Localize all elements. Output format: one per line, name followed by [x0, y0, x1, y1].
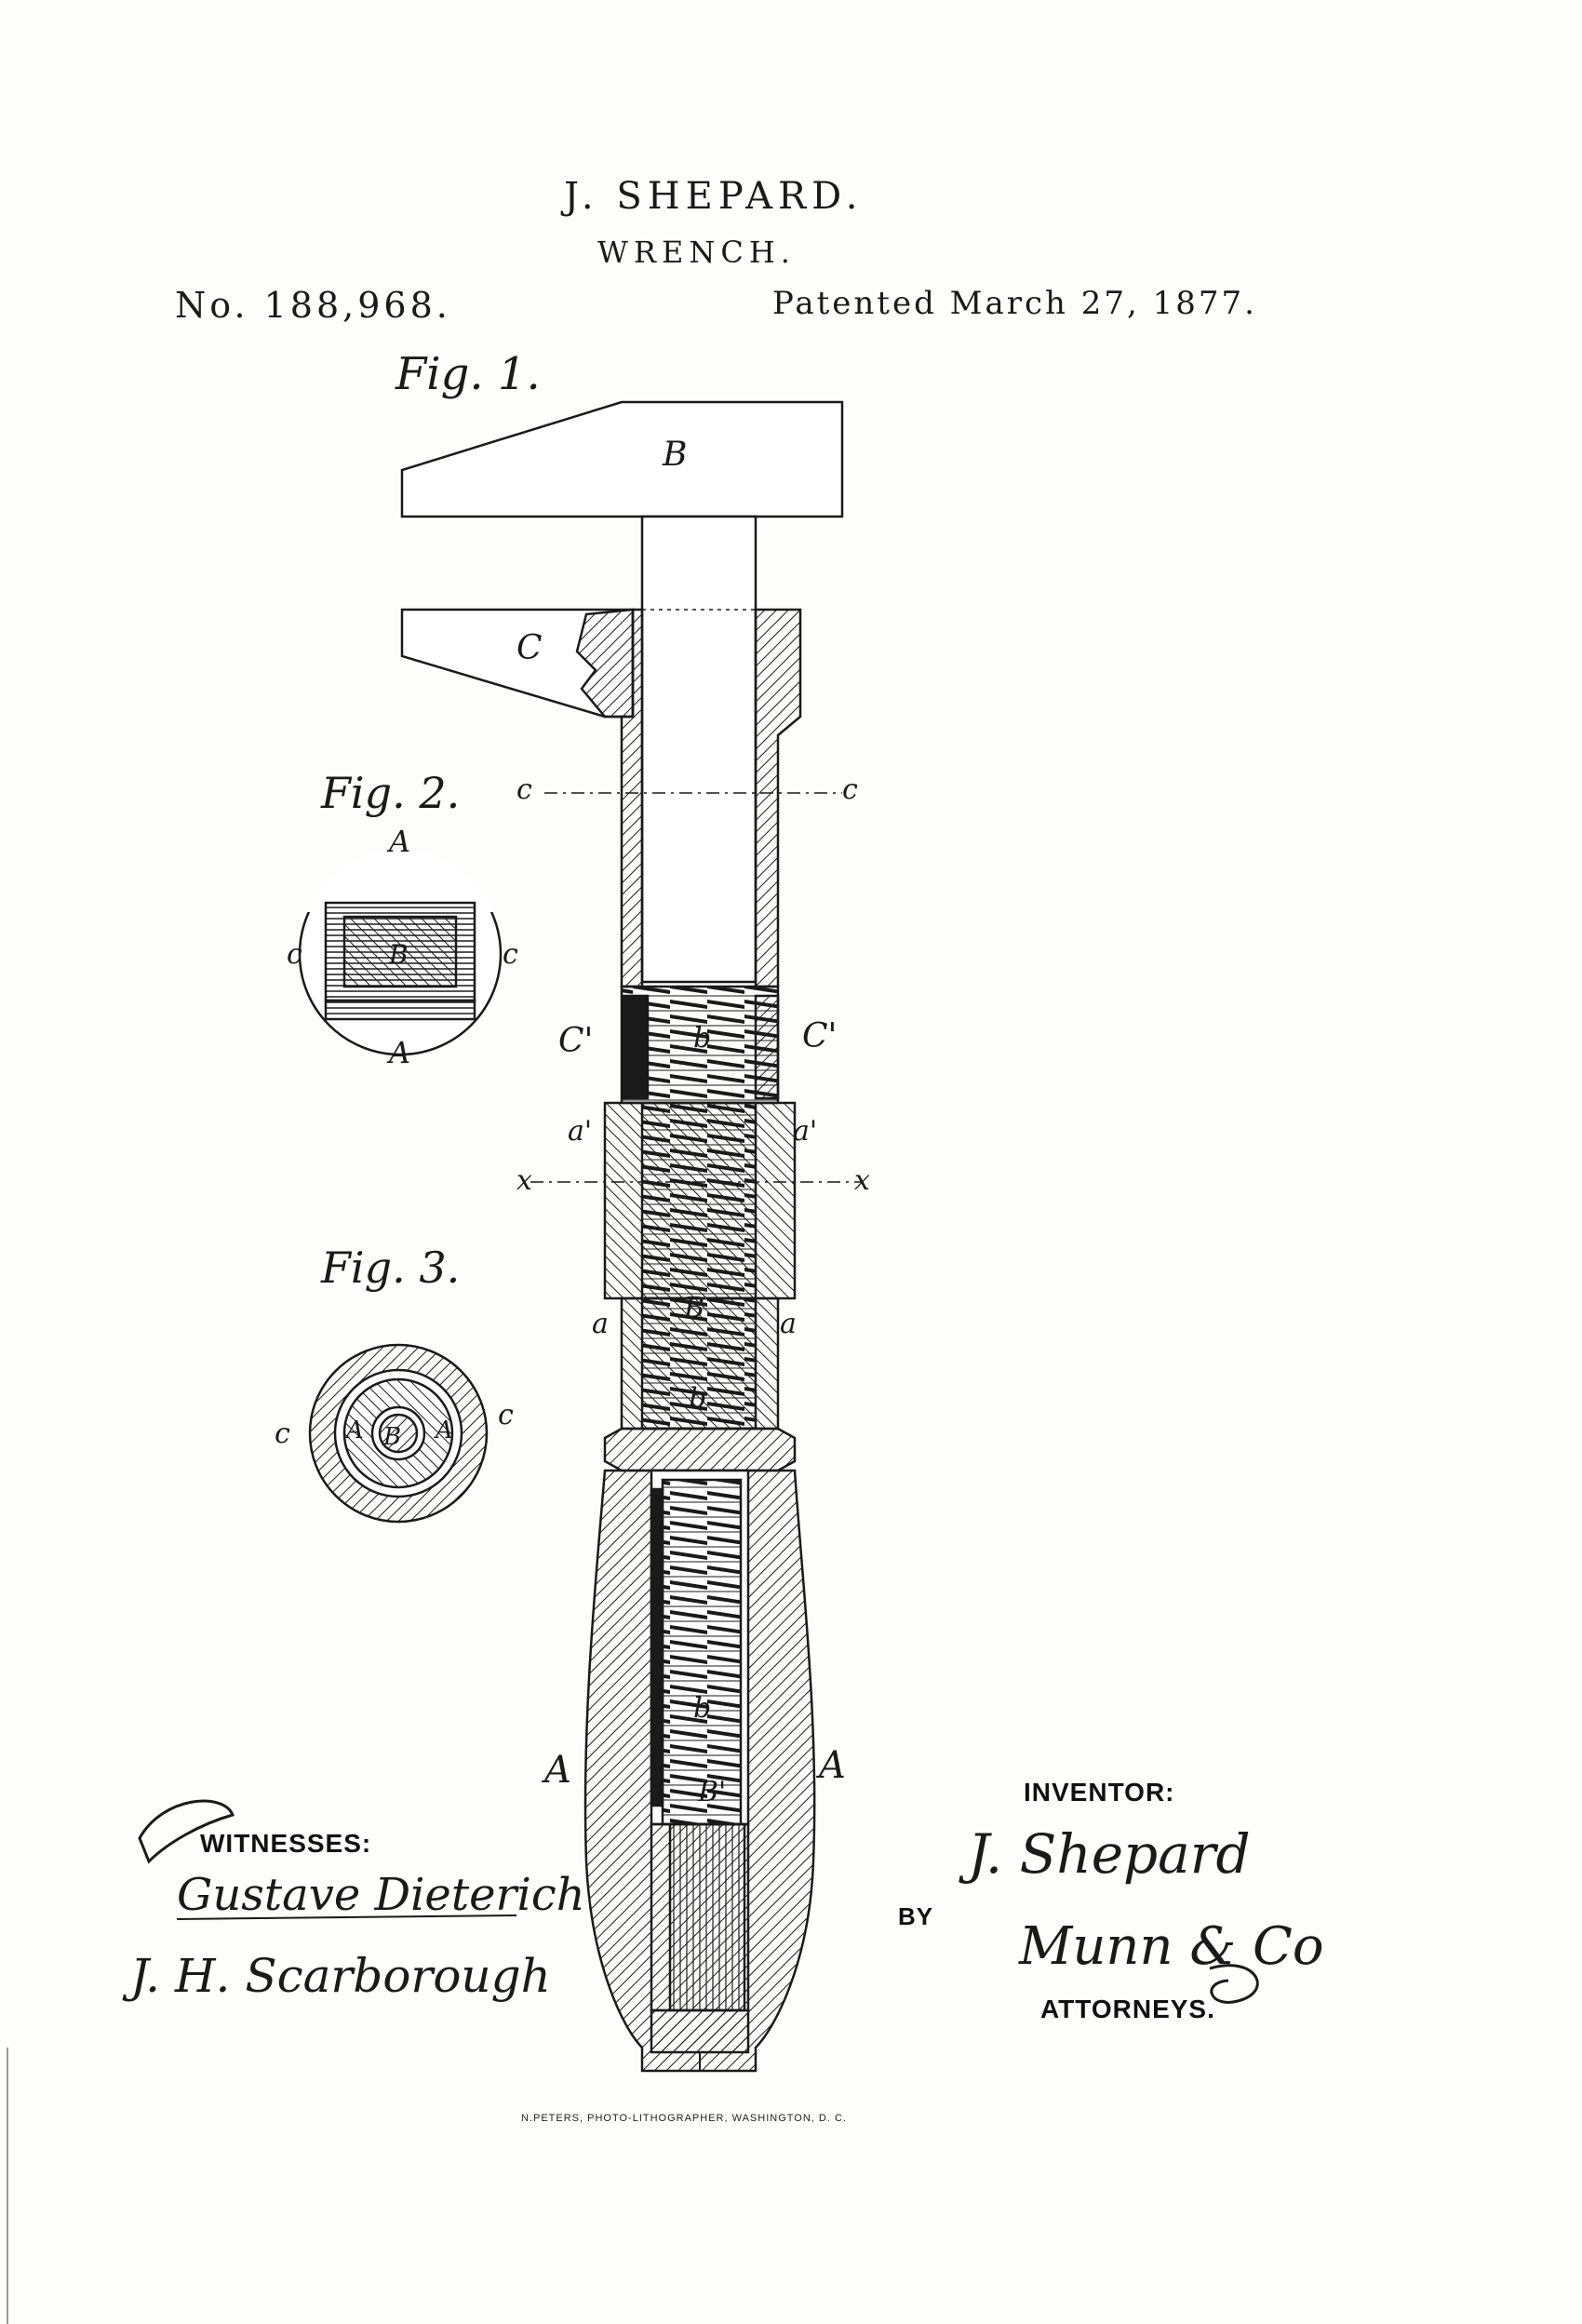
shank-B: [640, 515, 757, 984]
fig2-label-c-right: c: [503, 938, 518, 971]
patent-date: Patented March 27, 1877.: [772, 285, 1257, 322]
inventor-heading: INVENTOR:: [1024, 1778, 1175, 1807]
label-c-right: c: [842, 773, 858, 806]
fig2-label-B: B: [388, 939, 409, 970]
fig2-label-c-left: c: [287, 938, 302, 971]
by-label: BY: [898, 1902, 933, 1930]
fig3-label-B: B: [382, 1423, 401, 1451]
fixed-jaw-B: [400, 400, 844, 518]
inventor-block: INVENTOR: J. Shepard BY Munn & Co ATTORN…: [898, 1778, 1324, 2023]
fig2-fig3-reference-letters: A A c c B c c A A B: [275, 824, 518, 1451]
label-x-right: x: [854, 1164, 870, 1197]
inventor-signature: J. Shepard: [959, 1822, 1251, 1886]
label-a-prime-right: a': [793, 1115, 817, 1148]
label-b-lower: b: [693, 1692, 711, 1725]
label-C-prime-left: C': [558, 1022, 593, 1060]
label-A-left: A: [541, 1749, 571, 1792]
lithographer-imprint: N.PETERS, PHOTO-LITHOGRAPHER, WASHINGTON…: [521, 2113, 847, 2124]
fig1-caption: Fig. 1.: [395, 348, 541, 400]
invention-title: WRENCH.: [597, 235, 796, 270]
label-x-left: x: [516, 1164, 532, 1197]
fig1-wrench: [400, 400, 861, 2073]
fig3-caption: Fig. 3.: [320, 1243, 460, 1293]
label-A-right: A: [815, 1744, 846, 1787]
fig1-reference-letters: B C c c C' C' b a' a' x x B a a b b A A …: [516, 436, 870, 1808]
label-B-prime: B': [697, 1776, 726, 1808]
fig2-bar-B: [342, 915, 458, 988]
attorney-signature: Munn & Co: [1018, 1916, 1324, 1977]
label-c-left: c: [516, 773, 532, 806]
fig2-label-A-bottom: A: [386, 1035, 410, 1070]
witness-2-signature: J. H. Scarborough: [122, 1949, 551, 2003]
label-C: C: [516, 629, 543, 667]
label-a-prime-left: a': [568, 1115, 592, 1148]
label-B: B: [662, 436, 687, 474]
rod-B-prime: [668, 1822, 746, 2012]
witness-1-signature: Gustave Dieterich: [177, 1869, 585, 1921]
patent-number: No. 188,968.: [175, 285, 451, 326]
label-a-right: a: [780, 1308, 797, 1340]
attorneys-heading: ATTORNEYS.: [1040, 1995, 1215, 2023]
inventor-name: J. SHEPARD.: [564, 175, 864, 218]
fig3-label-A-right: A: [434, 1417, 453, 1444]
screw-b: [661, 1478, 743, 1826]
label-b-middle: b: [689, 1382, 706, 1415]
label-B-mid: B: [683, 1292, 704, 1324]
label-C-prime-right: C': [802, 1017, 837, 1055]
fig3-label-c-right: c: [498, 1399, 514, 1431]
fig3-label-c-left: c: [275, 1417, 290, 1450]
fig2-caption: Fig. 2.: [320, 768, 460, 818]
fig2-label-A-top: A: [386, 824, 410, 859]
fig3-section: [308, 1343, 489, 1524]
fig2-section: [298, 849, 503, 1056]
label-b-upper: b: [693, 1022, 711, 1055]
witnesses-block: WITNESSES: Gustave Dieterich J. H. Scarb…: [122, 1799, 585, 2003]
witnesses-heading: WITNESSES:: [200, 1829, 371, 1858]
fig3-label-A-left: A: [344, 1417, 364, 1444]
label-a-left: a: [592, 1308, 609, 1340]
